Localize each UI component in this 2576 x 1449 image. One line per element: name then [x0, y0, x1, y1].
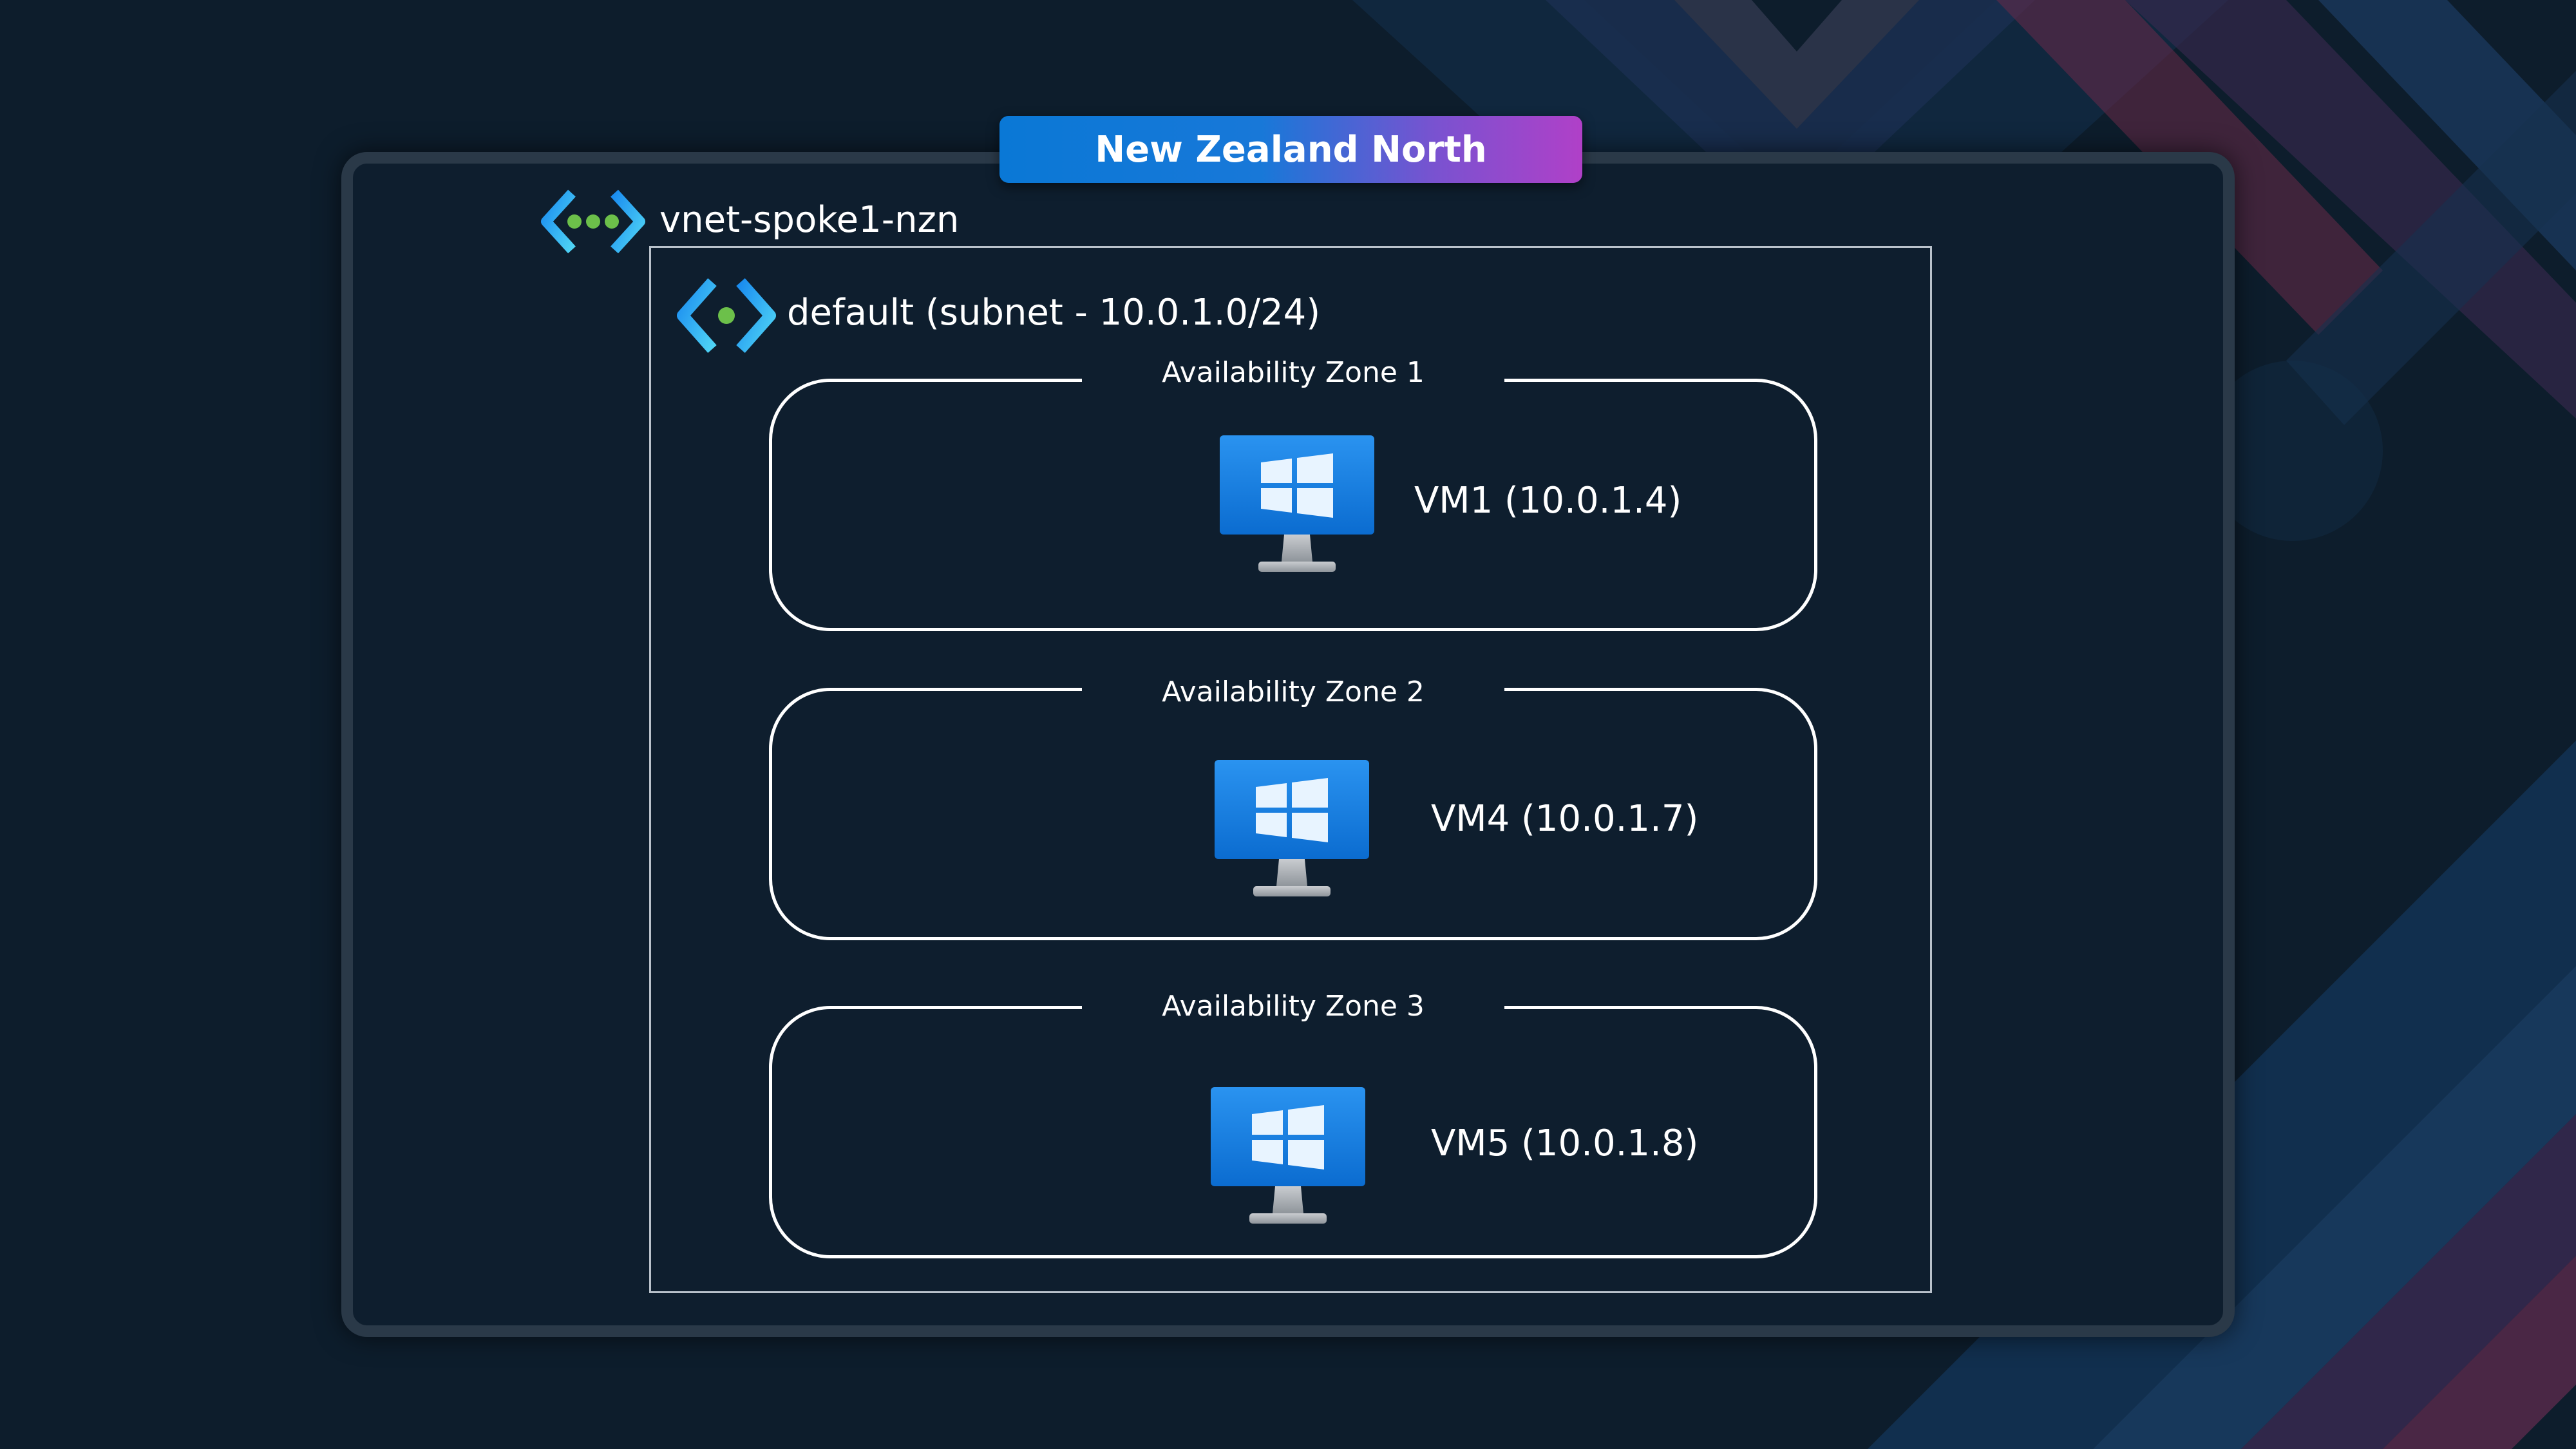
zone-3-title: Availability Zone 3	[1082, 984, 1504, 1029]
vnet-name: vnet-spoke1-nzn	[659, 199, 960, 241]
zone-1-title: Availability Zone 1	[1082, 350, 1504, 395]
windows-vm-icon	[1211, 1087, 1365, 1224]
vm1-label: VM1 (10.0.1.4)	[1414, 480, 1682, 522]
region-name: New Zealand North	[1095, 128, 1487, 171]
region-badge: New Zealand North	[999, 116, 1582, 183]
windows-vm-icon	[1215, 760, 1369, 896]
vm5-label: VM5 (10.0.1.8)	[1431, 1122, 1699, 1164]
subnet-label: default (subnet - 10.0.1.0/24)	[787, 292, 1321, 334]
zone-2-title: Availability Zone 2	[1082, 670, 1504, 715]
subnet-box	[649, 246, 1932, 1293]
virtual-network-icon	[541, 189, 645, 254]
windows-vm-icon	[1220, 435, 1374, 572]
subnet-icon	[677, 278, 776, 353]
vm4-label: VM4 (10.0.1.7)	[1431, 798, 1699, 840]
